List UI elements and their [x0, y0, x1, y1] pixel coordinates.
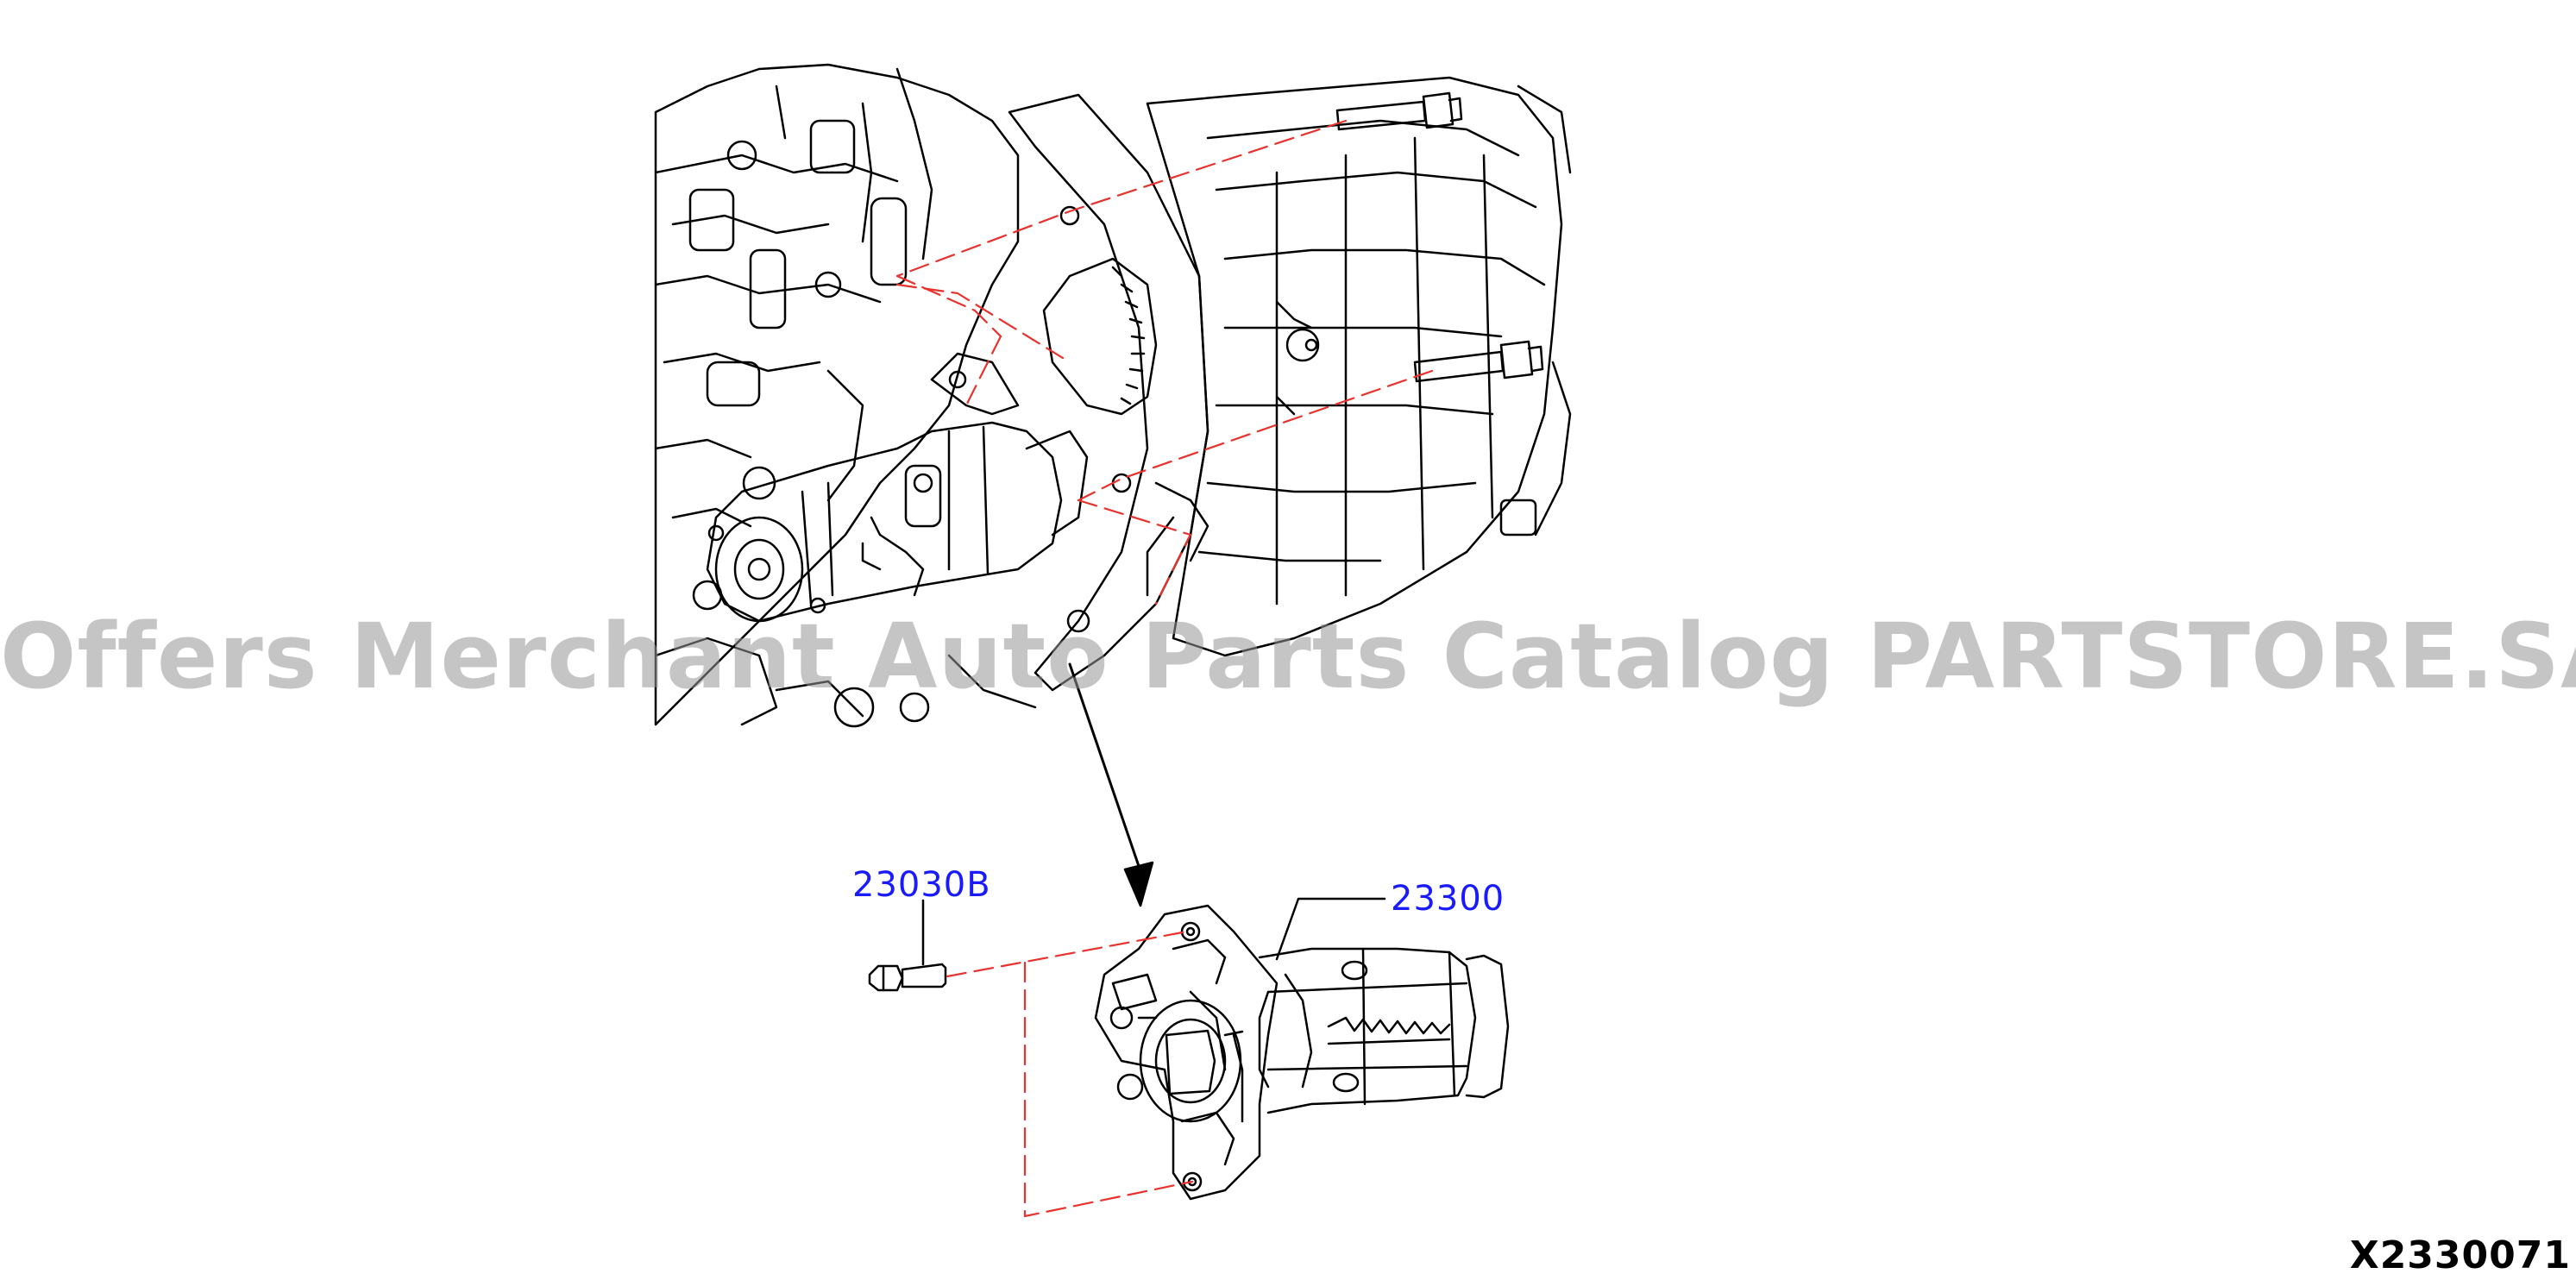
installed-starter-motor [706, 352, 1089, 623]
callout-23300[interactable]: 23300 [1391, 879, 1505, 919]
exploded-view-arrow [1068, 662, 1154, 907]
phantom-lines-starter [946, 930, 1194, 1218]
starter-motor-23300[interactable] [1094, 904, 1510, 1201]
drawing-number: X2330071 [2349, 1233, 2571, 1277]
engine-transmission-assembly [654, 63, 1572, 728]
leader-line-23300 [1275, 897, 1386, 961]
bolt-23030B[interactable] [868, 963, 947, 992]
phantom-lines-assembly [895, 119, 1434, 605]
callout-23030B[interactable]: 23030B [852, 865, 991, 905]
